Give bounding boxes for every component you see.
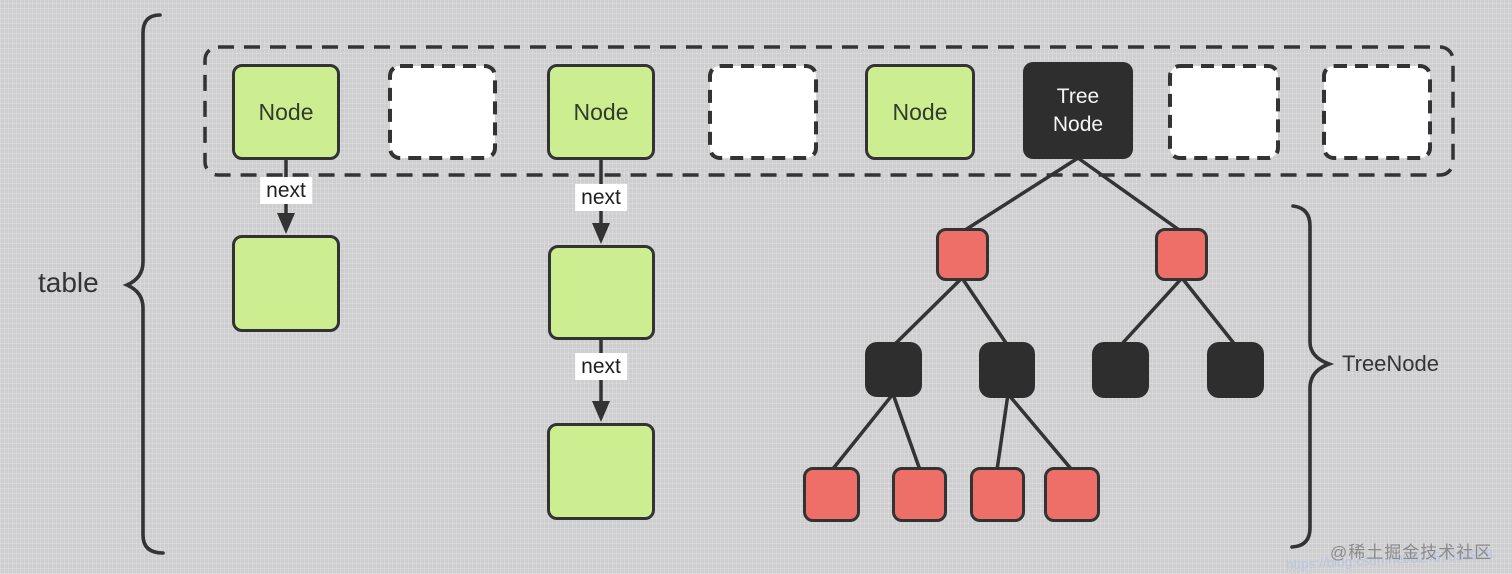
next-pointer-label: next [260, 177, 312, 204]
treenode-label: TreeNode [1342, 351, 1440, 376]
node-box-label: Node [892, 98, 948, 125]
tree-red-node [970, 467, 1025, 522]
tree-edge [960, 277, 1010, 347]
bucket-cell-node-0: Node [232, 64, 340, 160]
table-brace [122, 13, 165, 555]
tree-dark-node [1092, 342, 1149, 398]
chain-node-box [548, 245, 655, 340]
table-label: table [38, 267, 99, 298]
tree-red-node [803, 467, 860, 522]
tree-edge [1006, 392, 1074, 472]
bucket-cell-empty-7 [1322, 64, 1432, 160]
treenode-brace [1290, 204, 1335, 549]
tree-red-node [1155, 228, 1208, 281]
node-box-label: Node [258, 98, 314, 125]
next-arrow-head [277, 213, 295, 234]
next-arrow-head [592, 401, 610, 422]
tree-dark-node [1207, 342, 1264, 398]
tree-edge [891, 393, 922, 471]
tree-edge [891, 276, 964, 348]
tree-red-node [1044, 467, 1100, 522]
chain-node-box [232, 235, 340, 332]
tree-edge [830, 392, 895, 472]
watermark-community: @稀土掘金技术社区 [1330, 543, 1493, 562]
tree-edge [1180, 276, 1238, 348]
chain-node-box [547, 423, 655, 520]
node-box-label: Node [573, 98, 629, 125]
tree-dark-node [979, 342, 1035, 398]
tree-dark-node [865, 342, 922, 397]
table-array-border [203, 45, 1455, 177]
tree-edge [995, 393, 1010, 471]
bucket-cell-empty-1 [388, 64, 497, 160]
tree-edge [961, 156, 1079, 234]
tree-red-node [936, 228, 989, 281]
tree-edge [1076, 156, 1184, 234]
next-arrow-head [592, 223, 610, 244]
bucket-cell-empty-6 [1168, 64, 1280, 160]
bucket-cell-node-4: Node [865, 64, 975, 160]
tree-node-box-label: Tree Node [1052, 84, 1104, 136]
bucket-cell-node-2: Node [547, 64, 655, 160]
tree-red-node [892, 467, 947, 522]
next-pointer-label: next [575, 184, 627, 211]
tree-edge [1118, 276, 1184, 348]
bucket-cell-tree-node-5: Tree Node [1023, 62, 1133, 159]
bucket-cell-empty-3 [708, 64, 818, 160]
next-pointer-label: next [575, 353, 627, 380]
